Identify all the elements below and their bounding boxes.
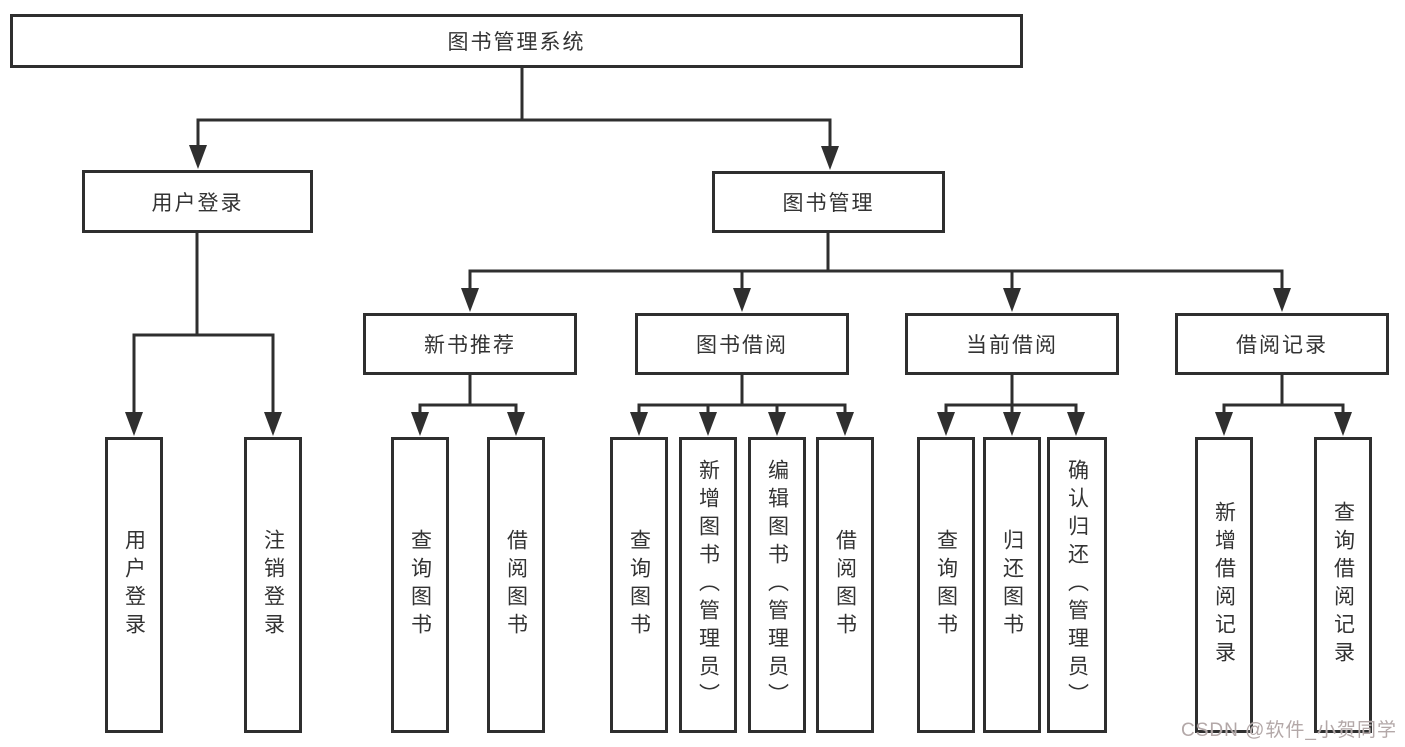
leaf-logout: 注销登录	[244, 437, 302, 733]
leaf-edit-book-admin: 编辑图书（管理员）	[748, 437, 806, 733]
node-root-system: 图书管理系统	[10, 14, 1023, 68]
node-user-login: 用户登录	[82, 170, 313, 233]
node-new-book-recommend: 新书推荐	[363, 313, 577, 375]
node-book-borrowing: 图书借阅	[635, 313, 849, 375]
leaf-query-books-recommend: 查询图书	[391, 437, 449, 733]
leaf-add-borrow-record: 新增借阅记录	[1195, 437, 1253, 733]
leaf-confirm-return-admin: 确认归还（管理员）	[1047, 437, 1107, 733]
leaf-query-books-borrowing: 查询图书	[610, 437, 668, 733]
leaf-borrow-books-borrowing: 借阅图书	[816, 437, 874, 733]
node-current-borrowing: 当前借阅	[905, 313, 1119, 375]
leaf-add-book-admin: 新增图书（管理员）	[679, 437, 737, 733]
leaf-return-book: 归还图书	[983, 437, 1041, 733]
csdn-watermark: CSDN @软件_小贺同学	[1181, 720, 1397, 741]
leaf-user-login: 用户登录	[105, 437, 163, 733]
leaf-query-books-current: 查询图书	[917, 437, 975, 733]
node-borrow-records: 借阅记录	[1175, 313, 1389, 375]
leaf-borrow-books-recommend: 借阅图书	[487, 437, 545, 733]
leaf-query-borrow-record: 查询借阅记录	[1314, 437, 1372, 733]
node-book-management: 图书管理	[712, 171, 945, 233]
